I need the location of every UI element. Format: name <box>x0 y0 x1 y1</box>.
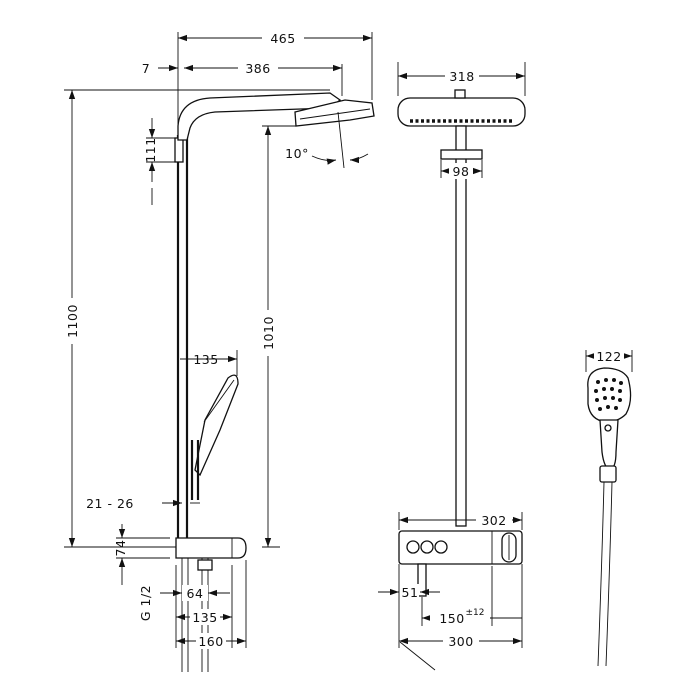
hand-shower-head <box>587 367 632 423</box>
side-view: 465 7 386 111 10° 1100 1010 135 21 <box>60 30 375 672</box>
thermostat-body <box>175 537 247 559</box>
dim-7: 7 <box>142 61 150 76</box>
front-view: 318 98 302 51 150 ±12 300 <box>378 62 526 671</box>
dim-g12: G 1/2 <box>138 585 153 621</box>
dim-74: 74 <box>113 540 128 557</box>
function-button-2 <box>420 540 434 554</box>
dim-386: 386 <box>245 61 270 76</box>
wall-bracket <box>174 137 184 163</box>
dim-135-top: 135 <box>193 352 218 367</box>
dim-21-26: 21 - 26 <box>86 496 134 511</box>
hand-shower-side <box>190 374 239 500</box>
dim-135-bottom: 135 <box>192 610 217 625</box>
dim-1010: 1010 <box>261 316 276 350</box>
angle-10: 10° <box>285 146 309 161</box>
dim-150: 150 <box>439 611 464 626</box>
riser-pipe <box>176 135 189 540</box>
dim-64: 64 <box>187 586 204 601</box>
dim-51: 51 <box>402 585 419 600</box>
hose-connector <box>599 465 617 483</box>
thermostat-front <box>398 530 523 565</box>
dim-300: 300 <box>448 634 473 649</box>
dim-465: 465 <box>270 31 295 46</box>
hand-shower-nozzles <box>594 378 623 411</box>
dim-98: 98 <box>453 164 470 179</box>
dim-1100: 1100 <box>65 304 80 338</box>
riser-front <box>455 125 467 527</box>
function-button-1 <box>406 540 420 554</box>
dim-150-tolerance: ±12 <box>466 608 485 618</box>
shower-hose <box>597 481 605 667</box>
function-button-3 <box>434 540 448 554</box>
dim-111: 111 <box>143 137 158 162</box>
dim-160: 160 <box>198 634 223 649</box>
dim-122: 122 <box>596 349 621 364</box>
dim-318: 318 <box>449 69 474 84</box>
hand-shower-view: 122 <box>585 348 633 667</box>
dim-302: 302 <box>481 513 506 528</box>
